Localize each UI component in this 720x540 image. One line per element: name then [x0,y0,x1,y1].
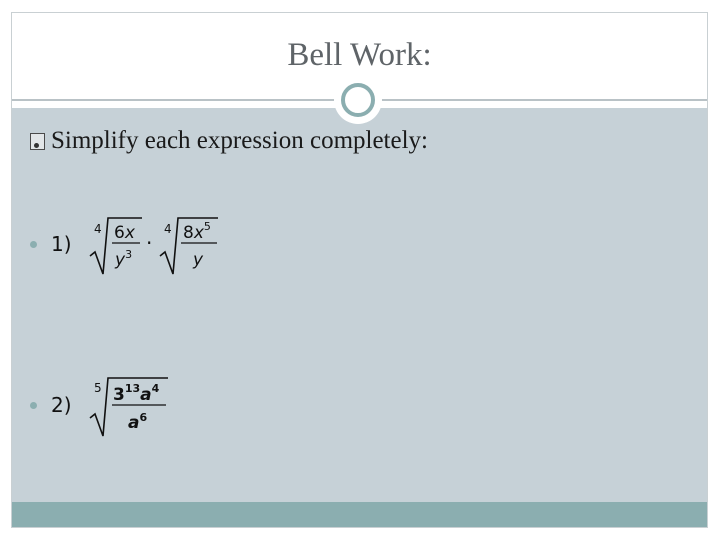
problem-1: 1) 4 6x y3 · 4 8x5 y [30,212,236,276]
radical-index: 5 [94,381,102,395]
radical-denominator: a6 [128,411,147,433]
bullet-dot-icon [30,401,37,409]
instruction-row: Simplify each expression completely: [30,123,670,159]
radical-index: 4 [164,222,172,236]
instruction-text: Simplify each expression completely: [51,127,428,154]
multiply-operator: · [146,231,152,255]
problem-number: 1) [51,232,72,256]
problem-1-expression: 4 6x y3 · 4 8x5 y [89,217,218,275]
problem-2-expression: 5 313a4 a6 [89,377,168,437]
ring-ornament [334,76,382,124]
radical-2-denominator: y [192,250,204,270]
content-area [12,108,707,502]
radical-numerator: 313a4 [113,382,160,405]
radical-1-numerator: 6x [114,223,136,243]
footer-bar [12,502,707,527]
problem-2: 2) 5 313a4 a6 [30,372,186,438]
slide-title: Bell Work: [287,37,432,73]
radical-sign-icon [89,377,168,437]
ring-icon [341,83,375,117]
bullet-dot-icon [30,240,37,248]
problem-number: 2) [51,393,72,417]
radical-index: 4 [94,222,102,236]
radical-2-numerator: 8x5 [183,220,211,243]
radical-sign-icon [89,217,142,275]
missing-glyph-icon [30,132,45,150]
radical-1-denominator: y3 [114,248,132,270]
radical-sign-icon [159,217,218,275]
